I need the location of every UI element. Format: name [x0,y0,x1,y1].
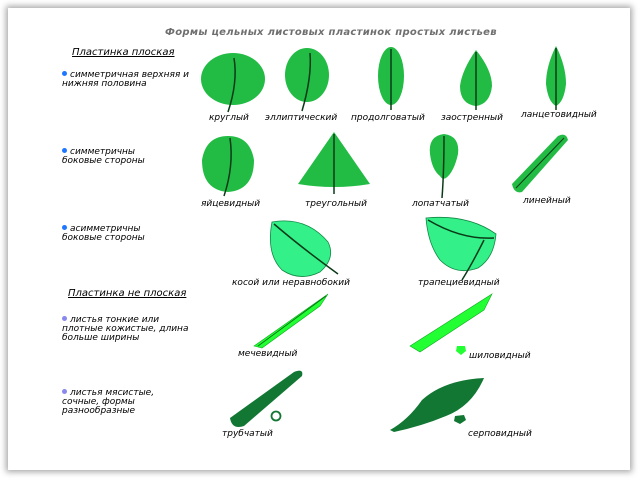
bullet-symmetric-sides: симметричны боковые стороны [62,148,154,166]
elliptic-leaf-icon [285,48,329,112]
awl-leaf-icon [409,293,493,353]
oblong-leaf-icon [378,47,404,110]
sickle-cross-section-icon [454,415,466,424]
bullet-text: листья тонкие или плотные кожистые, длин… [62,315,189,343]
bullet-fleshy-leaves: листья мясистые, сочные, формы разнообра… [62,389,177,416]
label-acute: заостренный [441,113,503,123]
nonflat-heading: Пластинка не плоская [68,288,187,299]
label-triangular: треугольный [305,199,367,209]
linear-leaf-icon [512,134,568,193]
label-ovate: яйцевидный [201,199,261,209]
bullet-dot [62,316,67,321]
sword-leaf-icon [253,293,329,349]
ovate-leaf-icon [202,136,254,197]
label-sickle: серповидный [468,429,532,439]
bullet-text: асимметричны боковые стороны [62,224,145,243]
label-round: круглый [209,113,249,123]
awl-cross-section-icon [456,346,466,355]
bullet-symmetric-top-bottom: симметричная верхняя и нижняя половина [62,71,192,89]
bullet-text: симметричная верхняя и нижняя половина [62,70,190,89]
trapezoid-leaf-icon [425,217,497,281]
label-tubular: трубчатый [222,429,273,439]
label-trapezoid: трапециевидный [418,278,500,288]
label-sword: мечевидный [238,349,298,359]
sickle-leaf-icon [390,378,484,432]
label-awl: шиловидный [469,351,531,361]
bullet-text: листья мясистые, сочные, формы разнообра… [62,388,155,416]
bullet-dot [62,389,67,394]
lanceolate-leaf-icon [546,46,566,110]
bullet-asymmetric-sides: асимметричны боковые стороны [62,225,172,243]
label-spatulate: лопатчатый [412,199,469,209]
label-oblique: косой или неравнобокий [232,278,350,288]
label-elliptic: эллиптический [265,113,338,123]
label-linear: линейный [523,196,571,206]
acute-leaf-icon [460,50,492,110]
flat-heading: Пластинка плоская [72,47,175,58]
bullet-thin-leaves: листья тонкие или плотные кожистые, длин… [62,316,202,343]
label-oblong: продолговатый [351,113,425,123]
label-lanceolate: ланцетовидный [521,110,597,120]
round-leaf-icon [201,53,265,113]
tubular-cross-section-icon [270,410,282,422]
oblique-leaf-icon [269,220,339,277]
bullet-dot [62,225,67,230]
spatulate-leaf-icon [429,134,459,199]
bullet-text: симметричны боковые стороны [62,147,145,166]
bullet-dot [62,148,67,153]
page-title: Формы цельных листовых пластинок простых… [165,27,497,38]
tubular-leaf-icon [230,370,303,427]
triangular-leaf-icon [298,132,370,194]
bullet-dot [62,71,67,76]
